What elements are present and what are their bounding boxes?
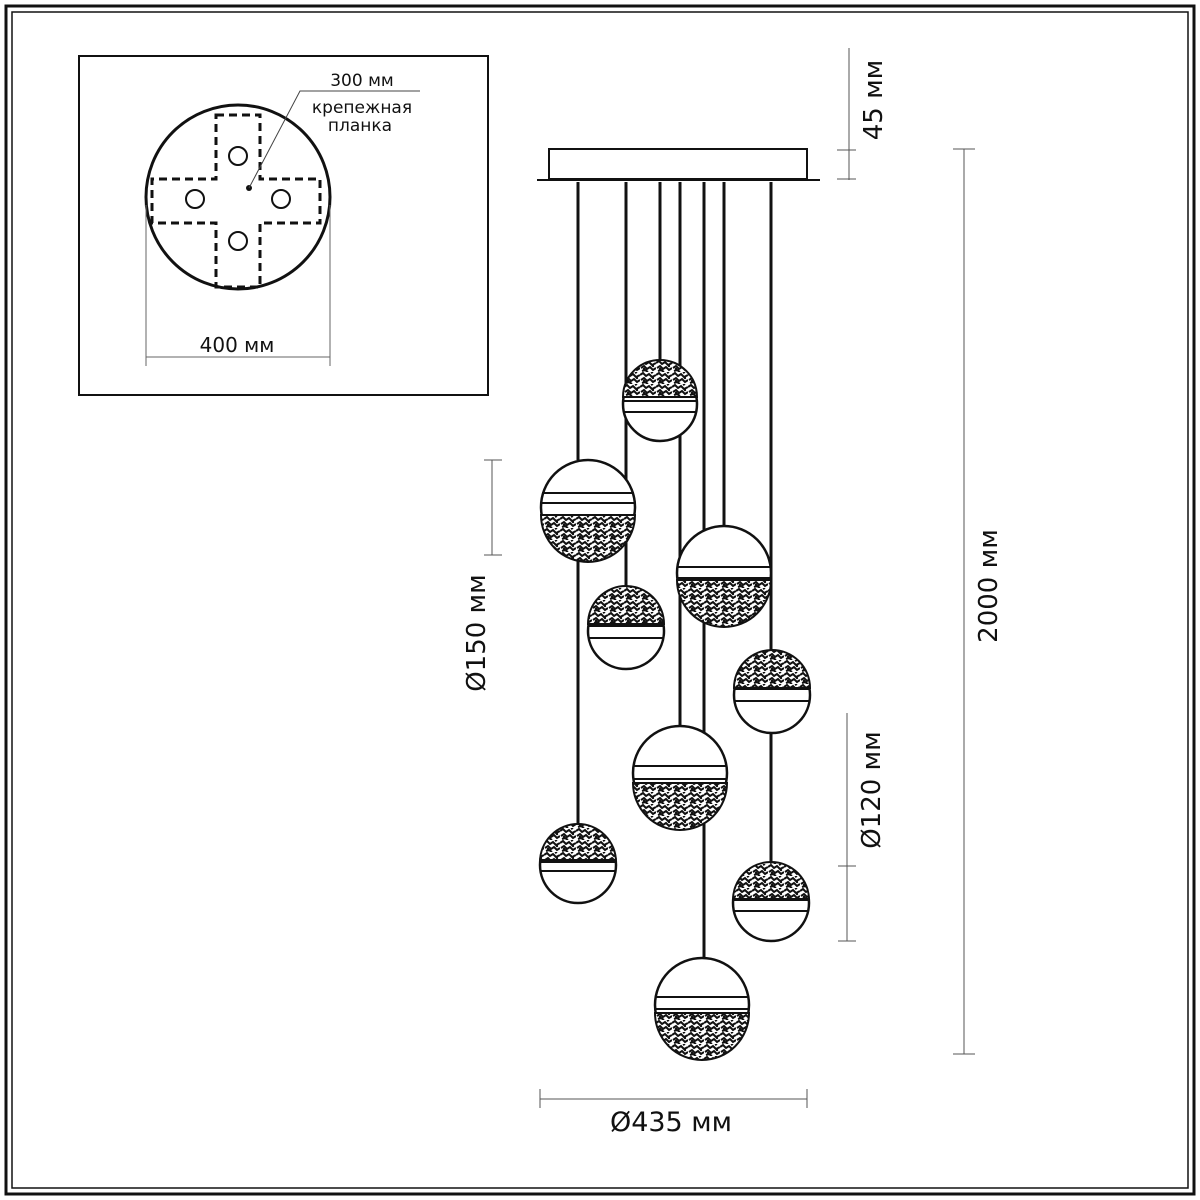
small-shade-label: Ø120 мм — [857, 731, 887, 849]
bracket-label-line2: планка — [328, 116, 392, 136]
pendant-shade — [586, 585, 666, 671]
pendant-shade — [732, 649, 812, 735]
pendant-shade — [539, 458, 637, 563]
canopy-plate — [548, 148, 808, 180]
large-shade-dimension — [484, 459, 502, 556]
pendant-shade — [731, 861, 811, 943]
canopy-height-dimension — [837, 48, 856, 180]
mount-hole-bottom — [228, 231, 248, 251]
pendant-shade — [653, 956, 751, 1061]
plan-view-frame — [78, 55, 489, 396]
overall-height-label: 2000 мм — [974, 529, 1004, 643]
mount-hole-top — [228, 146, 248, 166]
canopy-diameter-label: 400 мм — [200, 333, 275, 357]
canopy-height-label: 45 мм — [859, 60, 889, 141]
side-view: 45 мм 2000 мм Ø150 мм Ø120 мм Ø435 м — [462, 48, 1004, 1138]
bracket-label-line1: крепежная — [312, 98, 412, 118]
overall-diameter-dimension — [539, 1089, 808, 1108]
small-shade-dimension — [838, 713, 856, 942]
canopy-outline — [144, 103, 332, 291]
mount-hole-left — [185, 189, 205, 209]
inner-border — [11, 11, 1189, 1189]
overall-height-dimension — [953, 148, 975, 1055]
overall-diameter-label: Ø435 мм — [610, 1107, 732, 1138]
mounting-bracket-outline — [150, 113, 322, 289]
pendant-shade — [631, 724, 729, 831]
mount-hole-right — [271, 189, 291, 209]
bracket-leader-line — [248, 90, 420, 189]
pendant-shade — [621, 359, 699, 443]
pendant-shade — [538, 823, 618, 905]
outer-border — [4, 4, 1196, 1196]
pendant-shade — [675, 524, 773, 628]
plan-view: 300 мм крепежная планка 400 мм — [78, 55, 489, 396]
bracket-diameter-label: 300 мм — [330, 71, 394, 91]
large-shade-label: Ø150 мм — [462, 574, 492, 692]
